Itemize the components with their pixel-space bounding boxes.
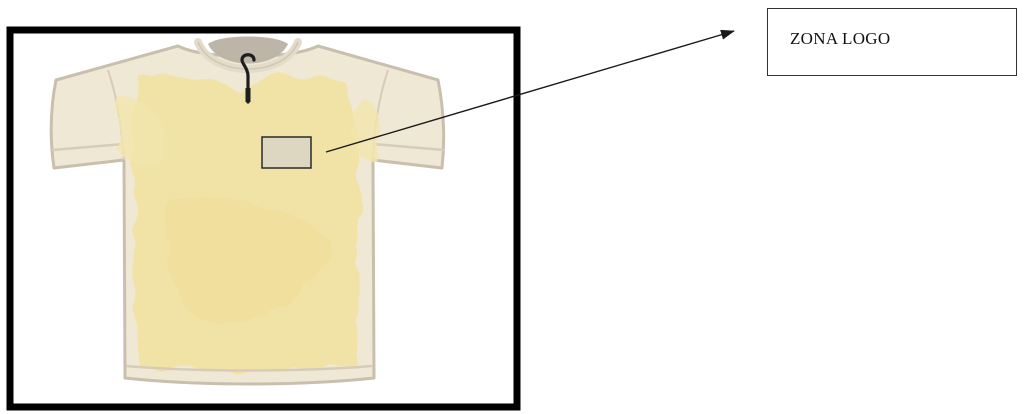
logo-zone-label-box: ZONA LOGO <box>767 8 1017 76</box>
logo-zone <box>262 137 311 168</box>
logo-zone-label: ZONA LOGO <box>790 29 890 49</box>
